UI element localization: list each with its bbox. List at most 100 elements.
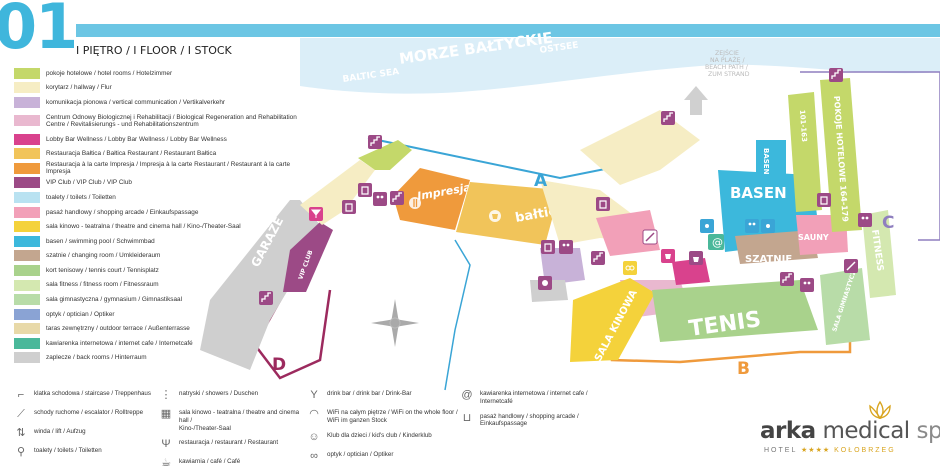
legend-swatch <box>14 162 40 174</box>
legend-swatch <box>14 133 40 145</box>
pool-small-label: BASEN <box>762 148 770 175</box>
showers-pin-icon <box>761 219 775 233</box>
lift-pin-icon <box>342 200 356 214</box>
legend-swatch <box>14 279 40 291</box>
legend-item: szatnie / changing room / Umkleideraum <box>14 249 314 264</box>
icon-legend-item: ◠WiFi na całym piętrze / WiFi on the who… <box>307 407 477 425</box>
legend-item: basen / swimming pool / Schwimmbad <box>14 234 314 249</box>
toilets-icon: ⚲ <box>16 446 26 458</box>
svg-text:NA PLAŻĘ /: NA PLAŻĘ / <box>710 55 745 64</box>
legend-swatch <box>14 323 40 335</box>
toilets-pin-icon <box>373 192 387 206</box>
kids-club-icon: ☺ <box>308 430 320 443</box>
legend-swatch <box>14 148 40 160</box>
pool-label: BASEN <box>730 184 787 202</box>
icon-legend-item: ⟋schody ruchome / escalator / Rolltreppe <box>14 407 164 421</box>
changing-area <box>735 230 818 264</box>
icon-legend-item: ∞optyk / optician / Optiker <box>307 449 477 463</box>
corridor-north <box>580 110 700 185</box>
icon-legend-item: ⊔pasaż handlowy / shopping arcade /Einka… <box>460 411 620 429</box>
icon-legend-column: ⋮natryski / showers / Duschen ▦sala kino… <box>159 388 309 470</box>
kids-club-pin-icon <box>538 276 552 290</box>
legend-swatch <box>14 96 40 108</box>
legend-swatch <box>14 82 40 94</box>
color-legend: pokoje hotelowe / hotel rooms / Hotelzim… <box>14 66 314 365</box>
pool-small <box>756 140 786 175</box>
toilets-pin-icon <box>800 278 814 292</box>
restaurant-pin-icon <box>409 197 421 209</box>
legend-swatch <box>14 337 40 349</box>
wing-b-letter: B <box>737 359 750 379</box>
gym-area <box>820 268 870 345</box>
lift-pin-icon <box>596 197 610 211</box>
toilets-pin-icon <box>559 240 573 254</box>
drink-bar-pin-icon <box>309 207 323 221</box>
icon-legend-item: ⋮natryski / showers / Duschen <box>160 389 259 401</box>
lift-icon: ⇅ <box>16 427 26 439</box>
blue-outline <box>444 239 471 391</box>
shopping-pin-icon <box>689 251 703 265</box>
icon-legend-item: ⚲toalety / toilets / Toiletten <box>14 445 164 459</box>
legend-swatch <box>14 308 40 320</box>
lift-pin-icon <box>817 193 831 207</box>
theatre-icon: ▦ <box>160 408 172 420</box>
staircase-pin-icon <box>591 251 605 265</box>
cafe-icon: ☕ <box>161 457 171 470</box>
legend-item: komunikacja pionowa / vertical communica… <box>14 95 314 110</box>
svg-text:ZEJŚCIE: ZEJŚCIE <box>715 48 739 57</box>
legend-item: kort tenisowy / tennis court / Tennispla… <box>14 263 314 278</box>
beach-path-label: ZEJŚCIE NA PLAŻĘ / BEACH PATH / ZUM STRA… <box>705 48 750 78</box>
optician-pin-icon <box>623 261 637 275</box>
vertical-comm-center <box>540 248 585 285</box>
hotel-rooms-left <box>358 140 412 170</box>
staircase-pin-icon <box>259 291 273 305</box>
legend-item: Centrum Odnowy Biologicznej i Rehabilita… <box>14 110 314 132</box>
internet-cafe-pin-icon: @ <box>708 234 724 250</box>
legend-item: sala kinowo - teatralna / theatre and ci… <box>14 219 314 234</box>
wing-c-outline <box>800 71 940 241</box>
legend-item: Restauracja Bałtica / Bałtica Restaurant… <box>14 146 314 161</box>
hotel-rooms-wing-1 <box>788 92 822 212</box>
legend-item: taras zewnętrzny / outdoor terrace / Auß… <box>14 322 314 337</box>
legend-item: sala gimnastyczna / gymnasium / Gimnasti… <box>14 292 314 307</box>
legend-item: pokoje hotelowe / hotel rooms / Hotelzim… <box>14 66 314 81</box>
icon-legend: ⌐klatka schodowa / staircase / Treppenha… <box>14 388 634 470</box>
staircase-pin-icon <box>829 68 843 82</box>
cinema-area <box>570 278 655 362</box>
legend-swatch <box>14 115 40 127</box>
staircase-icon: ⌐ <box>17 389 25 401</box>
icon-legend-item: ☕kawiarnia / café / Café <box>159 456 309 470</box>
wing-a-letter: A <box>534 171 548 191</box>
legend-item: zaplecze / back rooms / Hinterraum <box>14 351 314 366</box>
shopping-icon: ⊔ <box>462 411 472 424</box>
staircase-pin-icon <box>368 135 382 149</box>
legend-swatch <box>14 294 40 306</box>
legend-item: toalety / toilets / Toiletten <box>14 190 314 205</box>
escalator-pin-icon <box>844 259 858 273</box>
legend-swatch <box>14 206 40 218</box>
sauna-label: SAUNY <box>798 233 829 242</box>
floor-number: 01 <box>0 0 78 63</box>
toilets-pin-icon <box>858 213 872 227</box>
icon-legend-item: ⌐klatka schodowa / staircase / Treppenha… <box>14 388 164 402</box>
staircase-pin-icon <box>390 191 404 205</box>
shopping-area <box>596 210 660 256</box>
legend-swatch <box>14 352 40 364</box>
legend-item: korytarz / hallway / Flur <box>14 81 314 96</box>
legend-swatch <box>14 264 40 276</box>
icon-legend-item: ⇅winda / lift / Aufzug <box>14 426 164 440</box>
legend-item: optyk / optician / Optiker <box>14 307 314 322</box>
staircase-pin-icon <box>780 272 794 286</box>
legend-item: pasaż handlowy / shopping arcade / Einka… <box>14 205 314 220</box>
compass-icon <box>371 299 419 347</box>
internet-cafe-icon: @ <box>461 389 473 401</box>
garage-area <box>200 200 320 370</box>
hotel-rooms-wing-2 <box>820 78 862 232</box>
toilets-pin-icon <box>745 219 759 233</box>
lift-pin-icon <box>358 183 372 197</box>
legend-swatch <box>14 235 40 247</box>
changing-label: SZATNIE <box>745 254 792 265</box>
